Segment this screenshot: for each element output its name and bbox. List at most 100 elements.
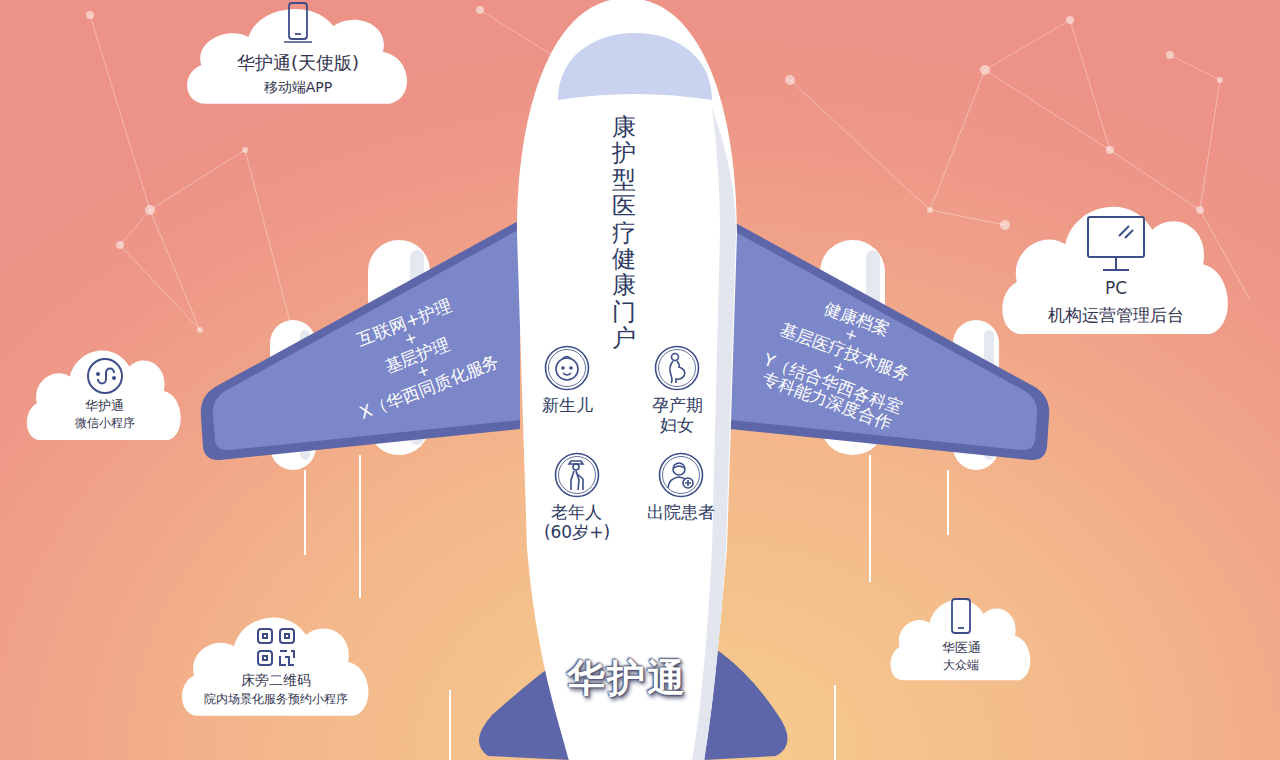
illustration-path [1002, 207, 1228, 334]
platform-name: 床旁二维码 [241, 672, 311, 689]
portal-title-vertical: 康护型医疗健康门户 [612, 114, 636, 352]
platform-subtitle: 院内场景化服务预约小程序 [204, 692, 348, 706]
illustration-path [27, 350, 181, 440]
illustration-circle [1166, 51, 1174, 59]
illustration-path [98, 369, 114, 384]
illustration-path [730, 220, 1049, 460]
illustration-svg [1085, 214, 1147, 274]
illustration-circle [673, 463, 685, 475]
illustration-svg [255, 626, 297, 668]
illustration-path [891, 599, 1031, 680]
illustration-path [730, 229, 1037, 450]
illustration-circle [197, 327, 203, 333]
platform-icon [255, 626, 297, 668]
illustration-path [187, 9, 407, 104]
illustration-rect [952, 599, 970, 633]
illustration-circle [660, 454, 703, 497]
illustration-circle [1106, 146, 1114, 154]
illustration-line [295, 33, 301, 35]
audience-label: 新生儿 [533, 395, 601, 415]
platform-subtitle: 移动端APP [264, 79, 332, 96]
illustration-line [304, 470, 306, 555]
illustration-g [258, 629, 294, 665]
audience-label: 孕产期 妇女 [649, 395, 705, 436]
cloud-text-group: 华医通大众端 [886, 640, 1036, 672]
illustration-path [280, 651, 294, 665]
illustration-circle [1066, 16, 1074, 24]
right-wing: 健康档案+基层医疗技术服务+Y（结合华西各科室专科能力深度合作 [730, 215, 1055, 465]
illustration-rect [263, 656, 267, 660]
audience-icon [544, 345, 590, 391]
illustration-circle [559, 457, 596, 494]
illustration-svg [281, 0, 315, 44]
illustration-path [674, 466, 684, 468]
illustration-line [869, 455, 871, 582]
illustration-path [563, 373, 571, 375]
illustration-circle [1000, 220, 1010, 230]
illustration-rect [258, 651, 272, 665]
platform-subtitle: 大众端 [943, 658, 979, 672]
illustration-line [449, 690, 451, 760]
illustration-circle [980, 65, 990, 75]
platform-cloud: 床旁二维码院内场景化服务预约小程序 [176, 606, 376, 718]
illustration-circle [242, 147, 248, 153]
illustration-circle [549, 350, 586, 387]
cloud-text-group: 华护通微信小程序 [22, 398, 187, 430]
platform-name: 华护通 [85, 398, 124, 414]
illustration-g [670, 354, 685, 384]
audience-badge: 老年人 (60岁+) [541, 452, 613, 543]
platform-icon [1085, 214, 1147, 274]
illustration-svg [85, 356, 125, 396]
platform-subtitle: 微信小程序 [75, 416, 135, 430]
illustration-line [1103, 269, 1129, 271]
illustration-g [556, 357, 578, 381]
platform-name: 华医通 [942, 640, 981, 656]
illustration-path [517, 0, 737, 760]
cloud-text-group: PC机构运营管理后台 [995, 278, 1237, 325]
illustration-line [359, 455, 361, 598]
left-wing: 互联网+护理+基层护理+X（华西同质化服务 [195, 215, 520, 465]
illustration-circle [659, 350, 696, 387]
platform-icon [948, 596, 974, 636]
illustration-circle [570, 367, 572, 369]
illustration-rect [258, 629, 272, 643]
cloud-text-group: 床旁二维码院内场景化服务预约小程序 [176, 672, 376, 706]
illustration-circle [96, 372, 100, 376]
illustration-rect [289, 3, 307, 39]
cloud-text-group: 华护通(天使版) 移动端APP [180, 52, 416, 96]
illustration-rect [1088, 217, 1144, 257]
illustration-line [834, 685, 836, 760]
platform-name: PC [1105, 278, 1127, 298]
illustration-g [569, 461, 583, 490]
illustration-g [668, 463, 693, 488]
illustration-circle [1196, 206, 1204, 214]
illustration-line [1125, 230, 1133, 238]
illustration-circle [88, 359, 122, 393]
platform-name: 华护通(天使版) [237, 52, 359, 74]
platform-icon [85, 356, 125, 396]
illustration-line [947, 470, 949, 535]
illustration-line [1115, 257, 1117, 269]
illustration-g [670, 354, 685, 384]
illustration-circle [927, 207, 933, 213]
illustration-path [201, 220, 520, 460]
illustration-rect [285, 634, 289, 638]
illustration-circle [556, 358, 578, 380]
illustration-path [690, 108, 736, 760]
platform-cloud: PC机构运营管理后台 [995, 192, 1237, 337]
audience-badge: 出院患者 [641, 452, 721, 522]
illustration-circle [1217, 77, 1223, 83]
audience-label: 出院患者 [642, 502, 720, 522]
illustration-circle [785, 75, 795, 85]
illustration-path [213, 229, 520, 450]
audience-icon [554, 452, 600, 498]
illustration-g [556, 357, 578, 381]
illustration-circle [573, 464, 579, 470]
audience-label: 老年人 (60岁+) [541, 502, 612, 543]
platform-cloud: 华医通大众端 [886, 590, 1036, 682]
illustration-path [558, 33, 712, 100]
illustration-path [685, 480, 691, 486]
illustration-circle [86, 11, 94, 19]
platform-cloud: 华护通(天使版) 移动端APP [180, 0, 416, 106]
audience-icon [658, 452, 704, 498]
